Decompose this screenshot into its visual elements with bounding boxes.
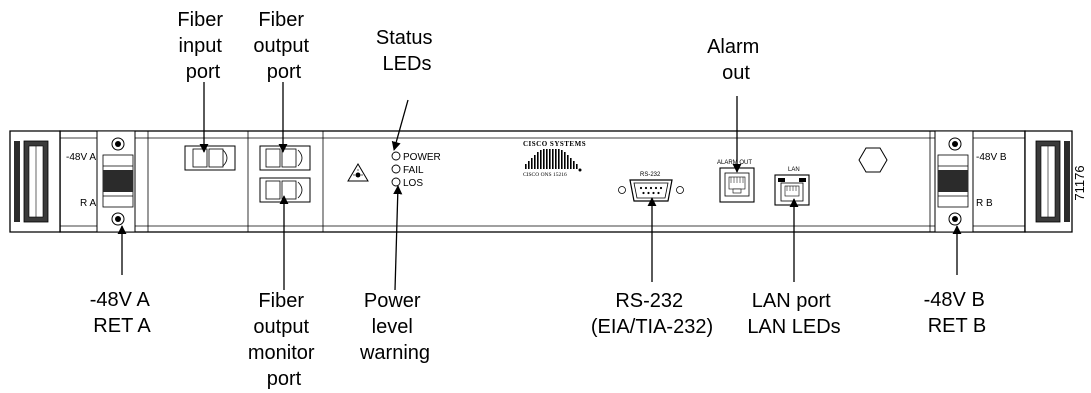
callout-fiber-output: Fiber output port xyxy=(253,9,314,83)
figure-number: 71176 xyxy=(1072,165,1087,200)
callout-power-a-l1: -48V A xyxy=(90,289,151,311)
terminal-b-label-top: -48V B xyxy=(976,152,1007,163)
terminal-b-label-bottom: R B xyxy=(976,198,993,209)
power-led xyxy=(391,151,401,161)
rs232-panel-label: RS-232 xyxy=(640,172,661,178)
callout-fiber-monitor: Fiber output monitor port xyxy=(248,290,320,390)
rs232-connector: RS-232 xyxy=(618,172,684,202)
callout-alarm-out: Alarm out xyxy=(707,36,765,84)
leader-lines xyxy=(117,82,962,291)
callout-power-level: Power level warning xyxy=(359,290,430,364)
power-terminal-a: -48V A R A xyxy=(66,130,136,233)
fiber-output-port xyxy=(259,145,311,171)
callout-fiber-output-l1: Fiber xyxy=(258,9,304,31)
callout-power-a: -48V A RET A xyxy=(90,289,155,337)
callout-status-leds: Status LEDs xyxy=(376,27,438,75)
fail-led xyxy=(391,164,401,174)
led-fail-label: FAIL xyxy=(403,165,424,176)
left-mounting-ear xyxy=(9,130,61,233)
callout-lan: LAN port LAN LEDs xyxy=(747,290,840,338)
callout-fiber-input: Fiber input port xyxy=(177,9,228,83)
callout-status-leds-l2: LEDs xyxy=(383,53,432,75)
callout-fiber-input-l2: input xyxy=(179,35,223,57)
callout-power-level-l2: level xyxy=(372,316,413,338)
callout-fiber-monitor-l2: output xyxy=(253,316,309,338)
terminal-a-label-top: -48V A xyxy=(66,152,96,163)
power-terminal-b: -48V B R B xyxy=(934,130,1007,233)
callout-fiber-monitor-l4: port xyxy=(267,368,302,390)
callout-rs232: RS-232 (EIA/TIA-232) xyxy=(591,290,713,338)
callout-fiber-output-l2: output xyxy=(253,35,309,57)
callout-power-a-l2: RET A xyxy=(93,315,151,337)
callout-power-b-l2: RET B xyxy=(928,315,987,337)
callout-lan-l2: LAN LEDs xyxy=(747,316,840,338)
callout-power-level-l1: Power xyxy=(364,290,421,312)
callout-fiber-input-l1: Fiber xyxy=(177,9,223,31)
led-los-label: LOS xyxy=(403,178,423,189)
laser-warning-icon xyxy=(347,163,369,182)
logo-bridge-bars xyxy=(525,149,578,169)
callout-rs232-l1: RS-232 xyxy=(615,290,683,312)
terminal-a-label-bottom: R A xyxy=(80,198,96,209)
fiber-output-monitor-port xyxy=(259,177,311,203)
lan-led-left xyxy=(778,178,785,182)
callout-alarm-out-l1: Alarm xyxy=(707,36,759,58)
callout-power-b-l1: -48V B xyxy=(924,289,985,311)
lan-led-right xyxy=(799,178,806,182)
callout-rs232-l2: (EIA/TIA-232) xyxy=(591,316,713,338)
callout-fiber-input-l3: port xyxy=(186,61,221,83)
logo-line1: CISCO SYSTEMS xyxy=(523,140,586,148)
led-power-label: POWER xyxy=(403,152,441,163)
callout-lan-l1: LAN port xyxy=(752,290,831,312)
cisco-logo: CISCO SYSTEMS CISCO ONS 15216 xyxy=(523,140,586,178)
callout-alarm-out-l2: out xyxy=(722,62,750,84)
los-led xyxy=(391,177,401,187)
callout-power-b: -48V B RET B xyxy=(924,289,991,337)
callout-fiber-monitor-l3: monitor xyxy=(248,342,315,364)
callout-status-leds-l1: Status xyxy=(376,27,433,49)
lan-port: LAN xyxy=(774,167,810,206)
right-mounting-ear xyxy=(1024,130,1073,233)
callout-fiber-monitor-l1: Fiber xyxy=(258,290,304,312)
logo-line2: CISCO ONS 15216 xyxy=(523,172,567,178)
lan-panel-label: LAN xyxy=(788,167,800,173)
callout-fiber-output-l3: port xyxy=(267,61,302,83)
callout-power-level-l3: warning xyxy=(359,342,430,364)
hex-screw-icon xyxy=(858,147,888,173)
fiber-input-port xyxy=(184,145,236,171)
alarm-panel-label: ALARM OUT xyxy=(717,160,752,166)
